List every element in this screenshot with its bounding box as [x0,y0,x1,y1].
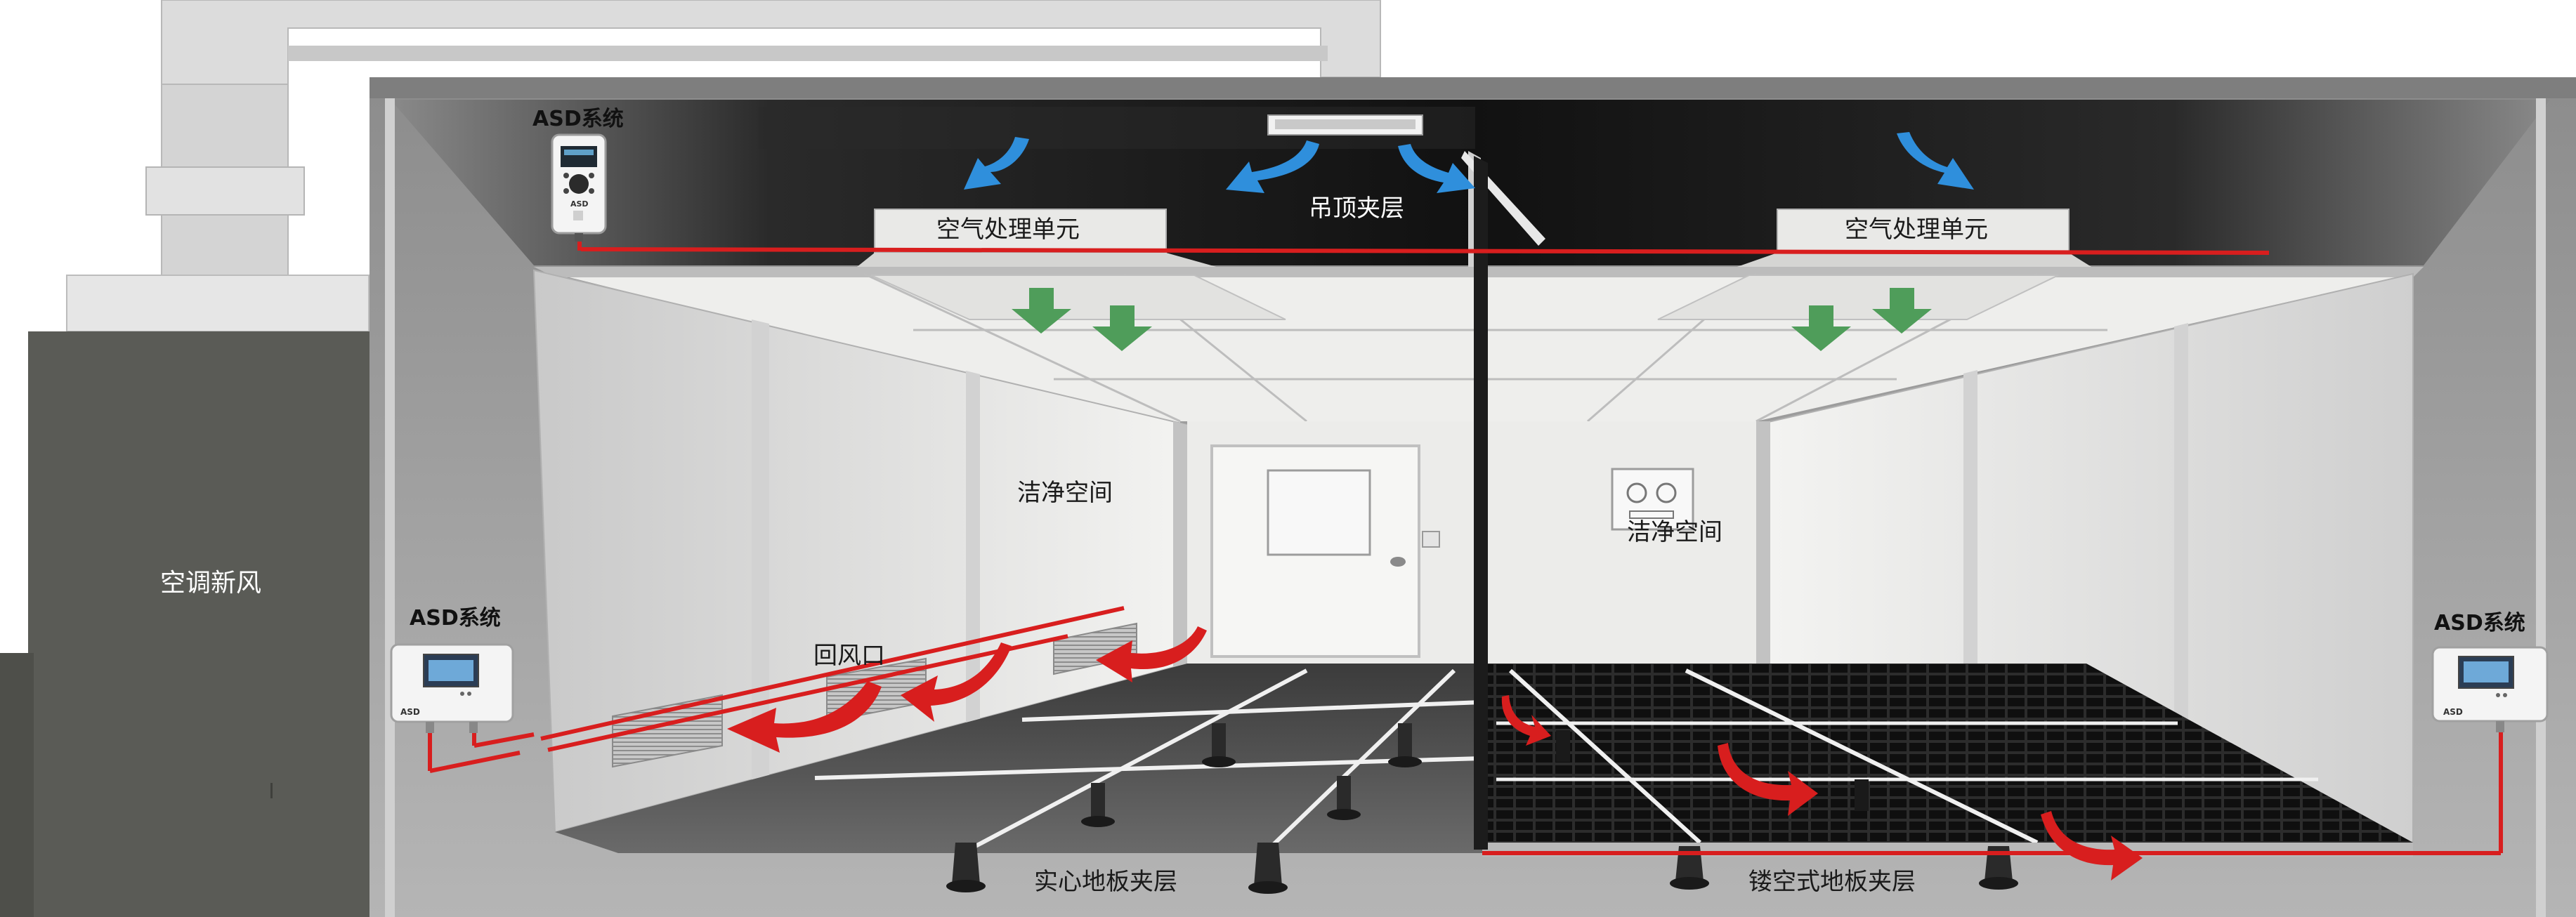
return-air-vent-label: 回风口 [813,642,885,670]
ceiling-interlayer-label: 吊顶夹层 [1309,194,1404,223]
asd-device-left: ASD [390,643,514,733]
red-curved-arrow-icon [1501,695,1551,746]
blue-curved-arrow-icon [1398,144,1475,193]
blue-curved-arrow-icon [964,137,1029,190]
fresh-air-duct [66,0,1381,332]
ahu-right-label: 空气处理单元 [1845,216,1988,244]
right-room [1482,267,2424,857]
asd-system-top-label: ASD系统 [532,107,624,131]
solid-floor-interlayer-label: 实心地板夹层 [1034,868,1177,896]
red-curved-arrow-icon [2041,811,2143,880]
red-curved-arrow-icon [1096,626,1207,682]
blue-curved-arrow-icon [1897,132,1974,190]
ceiling-light-fixture [1267,114,1423,136]
fresh-air-unit-label: 空调新风 [160,569,262,598]
green-down-arrow-icon [1092,305,1152,351]
clean-space-left-label: 洁净空间 [1017,479,1113,507]
red-curved-arrow-icon [901,642,1012,722]
asd-device-right: ASD [2431,646,2549,732]
red-curved-arrow-icon [1718,743,1818,816]
left-room [532,267,1483,855]
floor-pedestals-solid [946,723,1422,894]
ceiling-plenum [385,98,2550,917]
clean-space-right-label: 洁净空间 [1627,518,1722,546]
green-down-arrow-icon [1791,305,1851,351]
return-air-arrows [727,626,2143,880]
sampling-pipe-network [428,235,2503,855]
filtered-air-arrows [1012,288,1932,351]
green-down-arrow-icon [1872,288,1932,334]
asd-logo: ASD [400,707,420,717]
perforated-floor-interlayer-label: 镂空式地板夹层 [1748,868,1916,896]
asd-logo: ASD [570,199,589,209]
green-down-arrow-icon [1012,288,1071,334]
blue-curved-arrow-icon [1226,140,1319,193]
asd-system-right-label: ASD系统 [2434,611,2525,635]
ahu-left-label: 空气处理单元 [936,216,1080,244]
asd-device-top: ASD [551,133,607,242]
center-divider [1474,156,1488,850]
asd-system-left-label: ASD系统 [410,606,501,631]
red-curved-arrow-icon [727,681,882,753]
asd-logo: ASD [2443,707,2463,717]
supply-air-arrows [964,132,1974,193]
fresh-air-unit [0,331,371,917]
